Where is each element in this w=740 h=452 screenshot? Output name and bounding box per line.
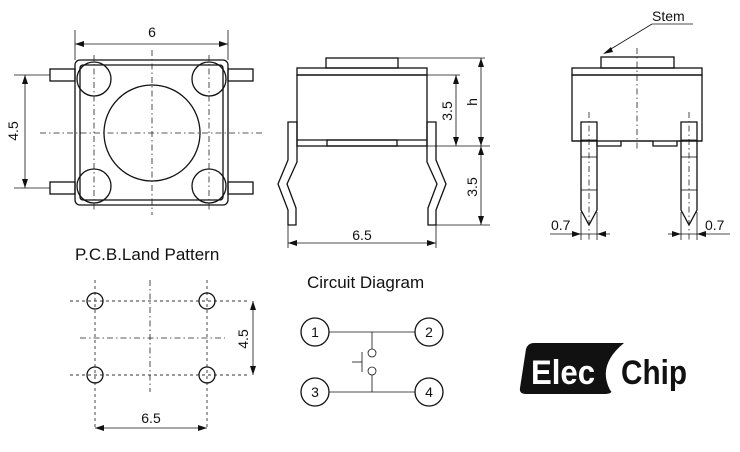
pin-1: 1 [311,324,319,340]
circuit-diagram: Circuit Diagram 1 2 3 4 [300,273,444,407]
side-right-lead-label: 0.7 [705,217,725,233]
side-left-lead-label: 0.7 [551,217,571,233]
top-width-label: 6 [148,24,156,40]
pin-3: 3 [311,384,319,400]
front-view: 3.5 h 3.5 6.5 [277,57,490,248]
pcb-land-pattern: P.C.B.Land Pattern 4.5 6.5 [70,245,256,431]
front-lead-height-label: 3.5 [464,177,480,197]
top-view: 6 4.5 [5,24,262,215]
front-stem-height-label: h [464,98,480,106]
front-body-height-label: 3.5 [439,101,455,121]
pin-4: 4 [425,384,433,400]
pcb-height-label: 4.5 [235,329,251,349]
logo-word-elec: Elec [531,354,595,392]
stem-label: Stem [652,8,685,24]
pin-2: 2 [425,324,433,340]
circuit-title: Circuit Diagram [307,273,424,292]
top-height-label: 4.5 [5,121,21,141]
front-lead-span-label: 6.5 [352,227,372,243]
pcb-width-label: 6.5 [141,410,161,426]
pcb-title: P.C.B.Land Pattern [75,245,219,264]
logo-swoosh [519,343,624,394]
side-view: Stem 0.7 0.7 [550,8,730,240]
logo-word-chip: Chip [621,354,687,392]
elecchip-logo: Elec Chip [519,343,687,394]
